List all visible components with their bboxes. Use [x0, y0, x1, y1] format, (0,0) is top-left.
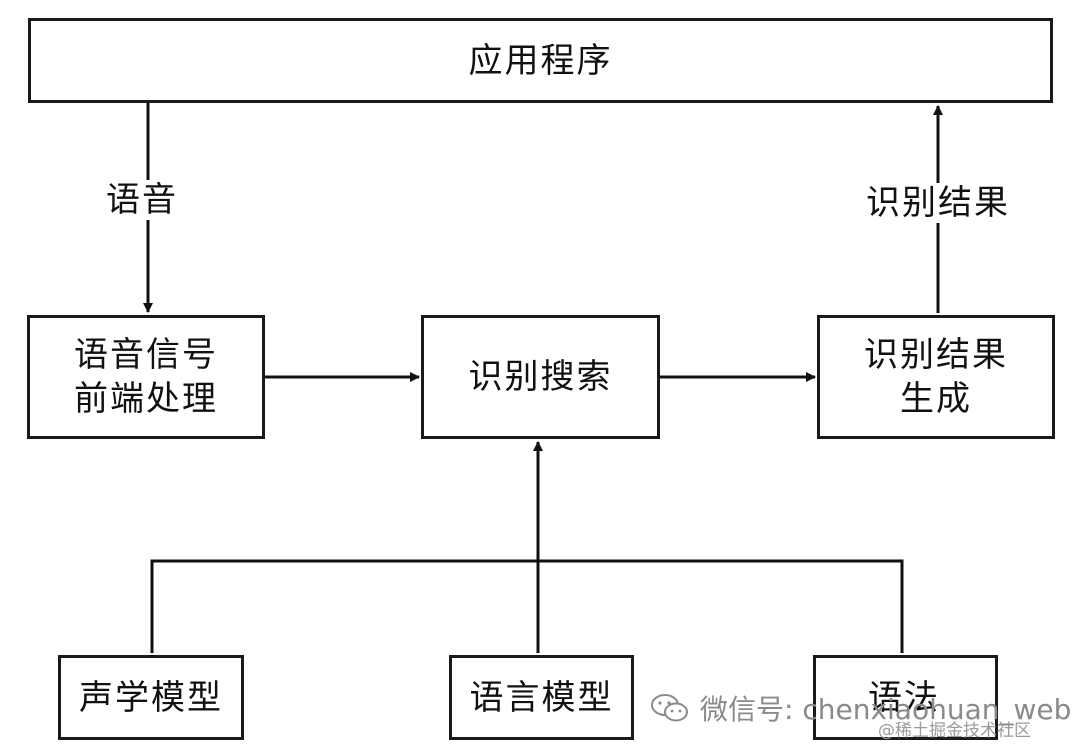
grammar-box: 语法 [813, 655, 998, 740]
frontend-box: 语音信号 前端处理 [27, 315, 265, 439]
application-label: 应用程序 [468, 40, 613, 81]
application-box: 应用程序 [28, 18, 1053, 103]
frontend-label-line2: 前端处理 [74, 379, 218, 419]
speech-edge-label: 语音 [106, 180, 178, 220]
language-model-label: 语言模型 [469, 677, 614, 718]
search-label: 识别搜索 [468, 357, 613, 397]
result-box: 识别结果 生成 [817, 315, 1055, 439]
result-label-line1: 识别结果 [864, 335, 1008, 375]
search-box: 识别搜索 [421, 315, 660, 439]
acoustic-model-label: 声学模型 [79, 677, 223, 718]
wechat-icon [651, 694, 688, 722]
result-edge-label: 识别结果 [866, 183, 1010, 223]
language-model-box: 语言模型 [449, 655, 634, 740]
frontend-label-line1: 语音信号 [74, 335, 218, 375]
result-label-line2: 生成 [900, 379, 972, 419]
grammar-label: 语法 [868, 677, 940, 718]
model-bus [150, 559, 904, 653]
watermark: 微信号: chenxiaohuan_web [650, 688, 1071, 728]
acoustic-model-box: 声学模型 [58, 655, 244, 740]
watermark-text: 微信号: chenxiaohuan_web [700, 693, 1072, 726]
watermark-sub: @稀土掘金技术社区 [878, 721, 1031, 741]
